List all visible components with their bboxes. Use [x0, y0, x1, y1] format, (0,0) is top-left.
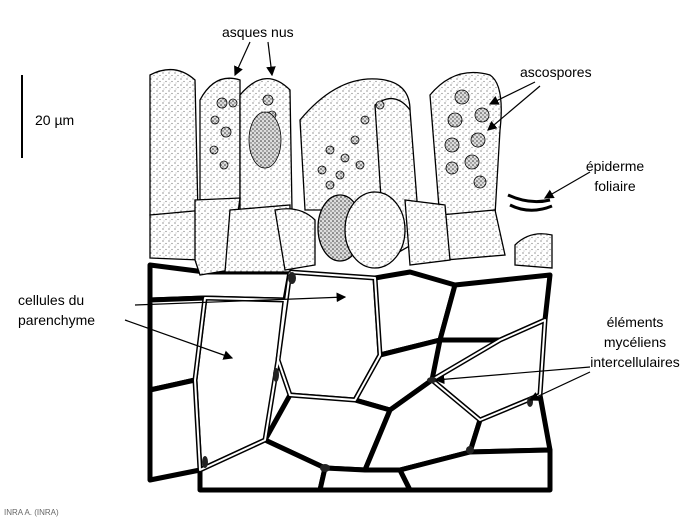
label-line: intercellulaires	[590, 354, 680, 370]
label-line: foliaire	[594, 178, 636, 194]
label-asques-nus: asques nus	[222, 24, 294, 40]
label-elements-myceliens: éléments mycéliens intercellulaires	[580, 312, 690, 372]
label-cellules-parenchyme: cellules du parenchyme	[18, 290, 95, 330]
label-line: éléments	[606, 314, 664, 330]
epidermis-fragment	[507, 193, 553, 212]
label-scale: 20 µm	[35, 112, 75, 128]
label-epiderme-foliaire: épiderme foliaire	[580, 156, 650, 196]
label-line: cellules du	[18, 292, 85, 308]
label-line: parenchyme	[18, 312, 96, 328]
arrows	[124, 41, 591, 401]
asci	[149, 68, 553, 276]
parenchyma-cells	[147, 262, 553, 493]
credit: INRA A. (INRA)	[4, 508, 59, 517]
label-ascospores: ascospores	[520, 64, 592, 80]
label-line: épiderme	[585, 158, 645, 174]
label-line: mycéliens	[603, 334, 667, 350]
ascospores	[209, 89, 490, 190]
